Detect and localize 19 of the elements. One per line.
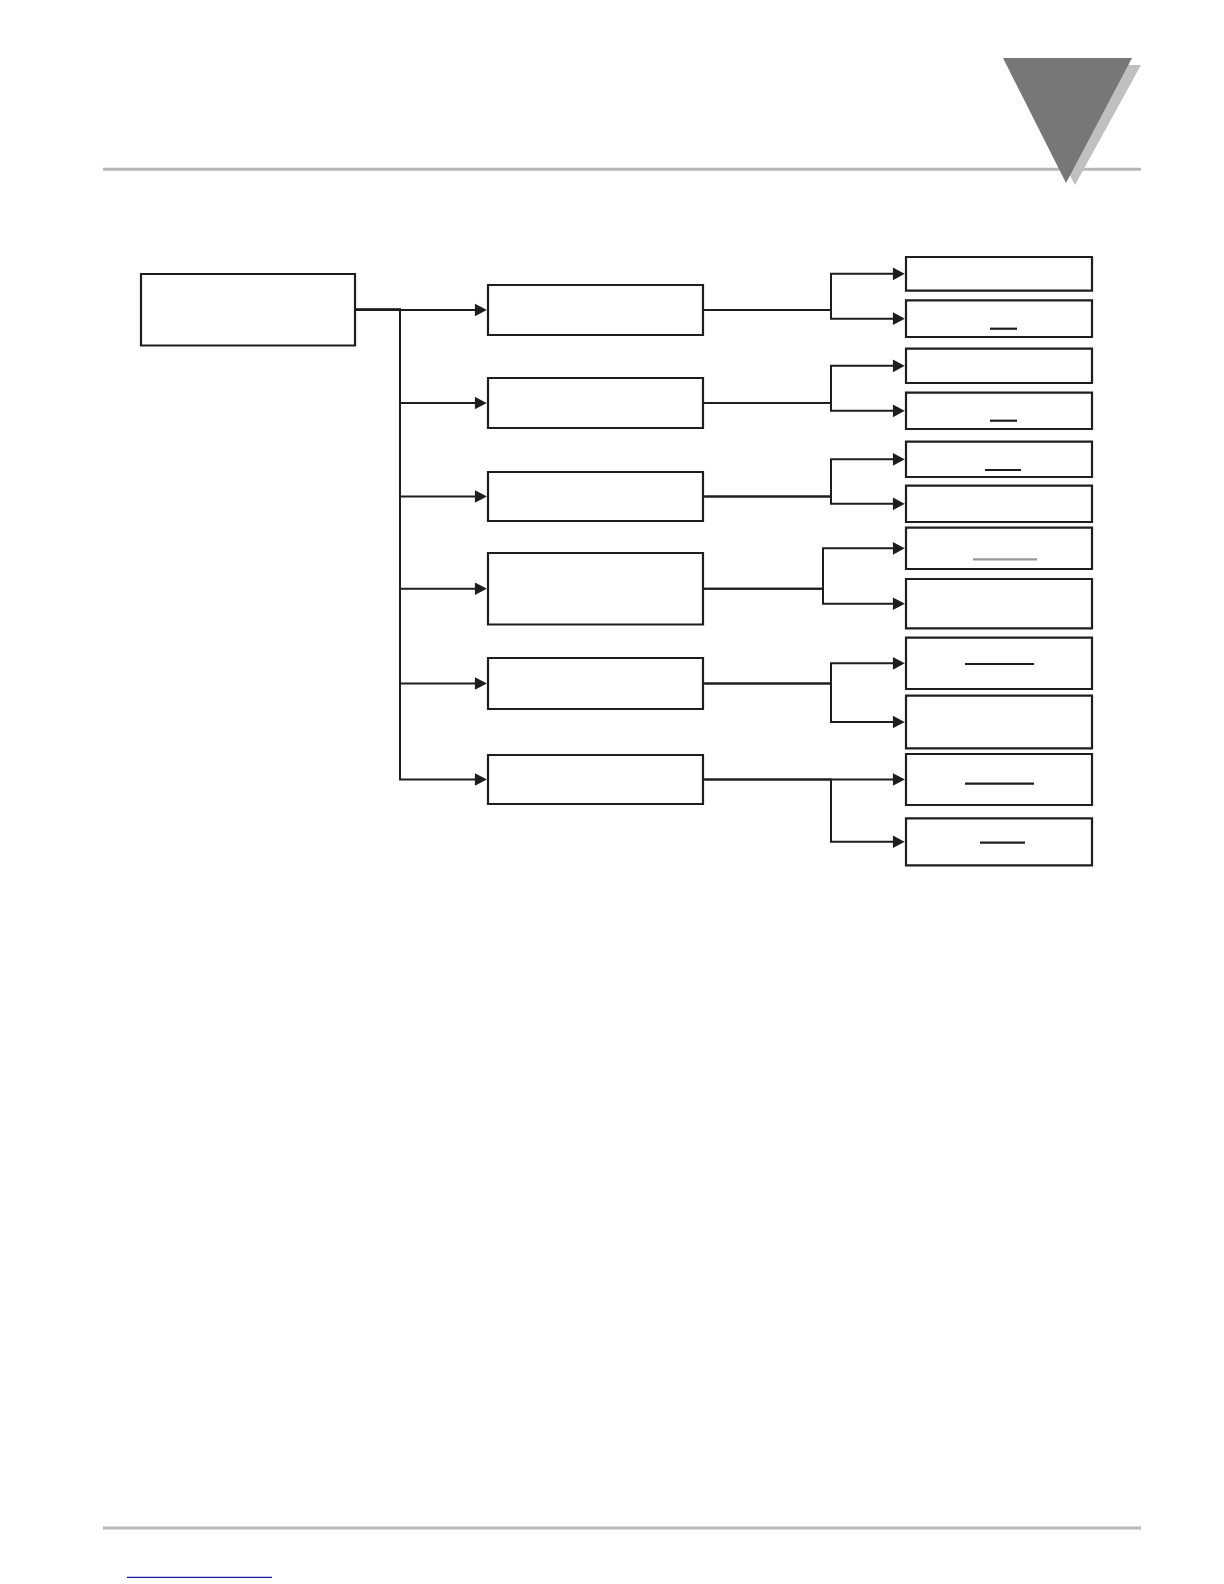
flow-box	[904, 347, 1094, 385]
flow-box	[904, 577, 1094, 630]
flow-box	[486, 753, 705, 806]
flow-box	[486, 283, 705, 337]
flow-box	[904, 391, 1094, 431]
flow-box	[904, 694, 1094, 750]
flow-box	[486, 656, 705, 711]
flow-box	[904, 484, 1094, 524]
flow-box	[904, 636, 1094, 691]
flow-box	[904, 440, 1094, 479]
flow-box	[139, 272, 357, 347]
flow-box	[904, 299, 1094, 339]
flow-box	[486, 376, 705, 430]
flow-box	[486, 470, 705, 523]
flow-box	[904, 752, 1094, 807]
flow-box	[486, 551, 705, 626]
flow-box	[904, 526, 1094, 571]
flow-box	[904, 255, 1094, 292]
flow-box	[904, 817, 1094, 867]
